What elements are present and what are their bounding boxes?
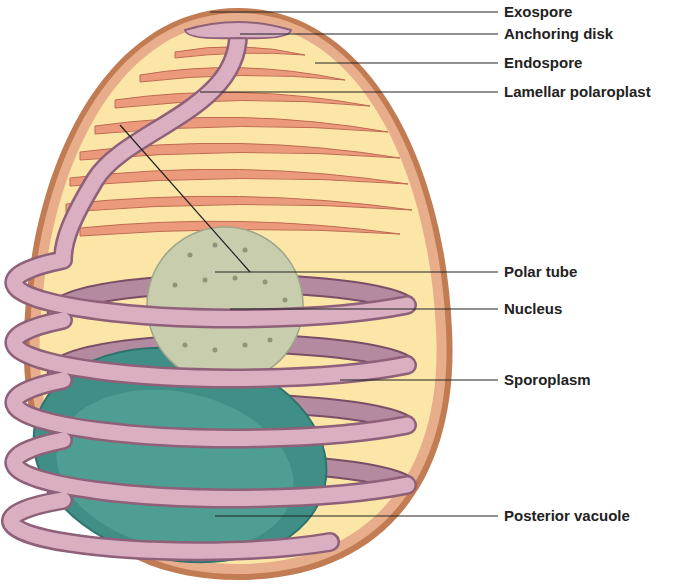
part-label: Endospore (504, 54, 582, 72)
leader-lines (120, 12, 498, 516)
part-label: Posterior vacuole (504, 507, 630, 525)
part-label: Sporoplasm (504, 371, 591, 389)
part-label: Anchoring disk (504, 25, 613, 43)
nucleus (147, 227, 303, 383)
polar-tube-front (11, 32, 407, 551)
part-label: Exospore (504, 3, 572, 21)
part-label: Lamellar polaroplast (504, 83, 651, 101)
lamellar-polaroplast (66, 47, 412, 236)
anchoring-disk (185, 22, 291, 38)
part-label: Polar tube (504, 263, 577, 281)
part-label: Nucleus (504, 300, 562, 318)
